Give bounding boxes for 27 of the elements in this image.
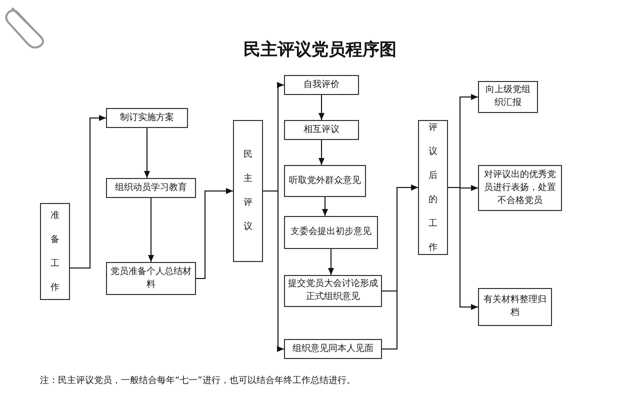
arrow <box>382 184 418 350</box>
arrow <box>148 198 154 262</box>
arrow <box>328 248 334 276</box>
title: 民主评议党员程序图 <box>242 39 398 61</box>
arrow <box>196 188 234 279</box>
stage-box: 民主评议 <box>233 120 263 262</box>
process-box: 相互评议 <box>284 120 359 140</box>
process-box: 组织意见同本人见面 <box>284 339 382 359</box>
process-box: 有关材料整理归档 <box>478 288 552 326</box>
process-box: 对评议出的优秀党员进行表扬，处置不合格党员 <box>478 165 562 211</box>
stage-box: 评议后的工作 <box>418 120 448 255</box>
process-box: 自我评价 <box>284 75 359 95</box>
process-box: 制订实施方案 <box>106 108 188 128</box>
arrow <box>144 128 150 178</box>
arrow <box>322 196 328 216</box>
process-box: 听取党外群众意见 <box>284 165 366 197</box>
process-box: 向上级党组织汇报 <box>478 81 538 113</box>
arrow <box>70 115 106 268</box>
stage-box: 准备工作 <box>40 203 70 300</box>
process-box: 组织动员学习教育 <box>106 178 196 198</box>
process-box: 党员准备个人总结材料 <box>106 262 196 295</box>
arrow <box>318 94 324 120</box>
note-text: 注：民主评议党员，一般结合每年“七一”进行，也可以结合年终工作总结进行。 <box>40 374 356 387</box>
arrow <box>318 140 324 166</box>
process-box: 支委会提出初步意见 <box>284 216 378 249</box>
process-box: 提交党员大会讨论形成正式组织意见 <box>284 275 382 307</box>
arrow <box>262 190 284 352</box>
